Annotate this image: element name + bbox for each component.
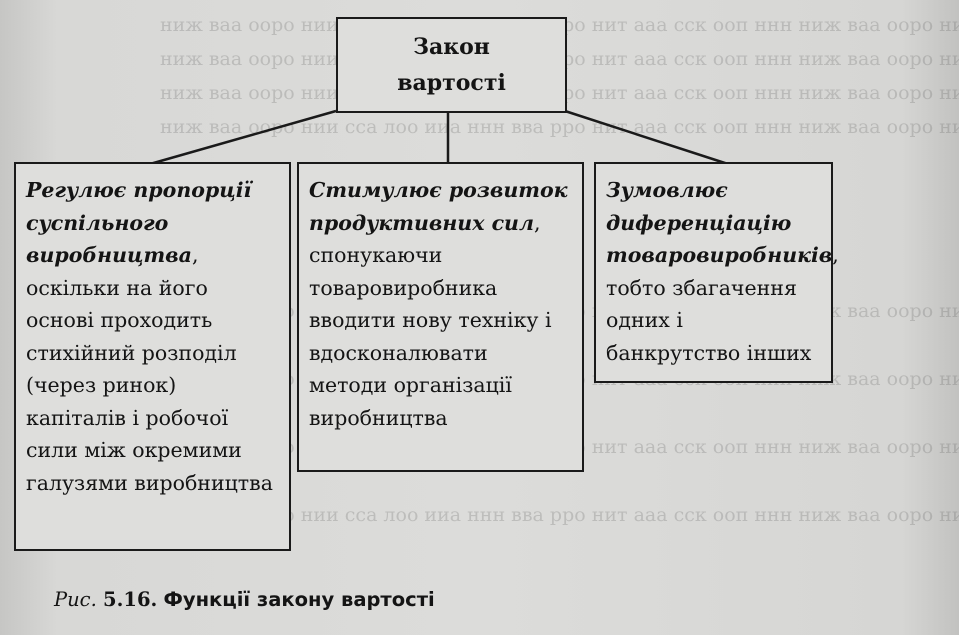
function-emphasis: Регулює пропорції суспільного виробництв… — [26, 178, 252, 267]
function-box-differentiate: Зумовлює диференціацію товаровиробників,… — [594, 162, 839, 383]
function-emphasis: Зумовлює диференціацію товаровиробників — [606, 178, 833, 267]
bleed-through-text: ниж ваа ооро нии сса лоо ииа ннн вва рро… — [160, 116, 959, 138]
connector-left — [149, 109, 337, 166]
figure-label: Рис. — [54, 588, 97, 611]
figure-number: 5.16. — [103, 588, 158, 611]
figure-caption: Рис. 5.16. Функції закону вартості — [54, 588, 435, 611]
function-description: , оскільки на його основі проходить стих… — [26, 243, 273, 495]
function-emphasis: Стимулює розвиток продуктивних сил — [309, 178, 568, 235]
function-description: , тобто збагачення одних і банкрутство і… — [606, 243, 839, 365]
function-box-stimulate: Стимулює розвиток продуктивних сил, спон… — [297, 162, 584, 472]
root-node-line: вартості — [397, 70, 506, 96]
figure-title: Функції закону вартості — [163, 588, 435, 611]
connector-right — [564, 109, 729, 166]
function-box-regulate: Регулює пропорції суспільного виробництв… — [14, 162, 291, 551]
root-node-line: Закон — [413, 34, 490, 60]
function-description: , спонукаючи товаровиробника вводити нов… — [309, 210, 552, 430]
root-node-box: Закон вартості — [336, 17, 567, 113]
